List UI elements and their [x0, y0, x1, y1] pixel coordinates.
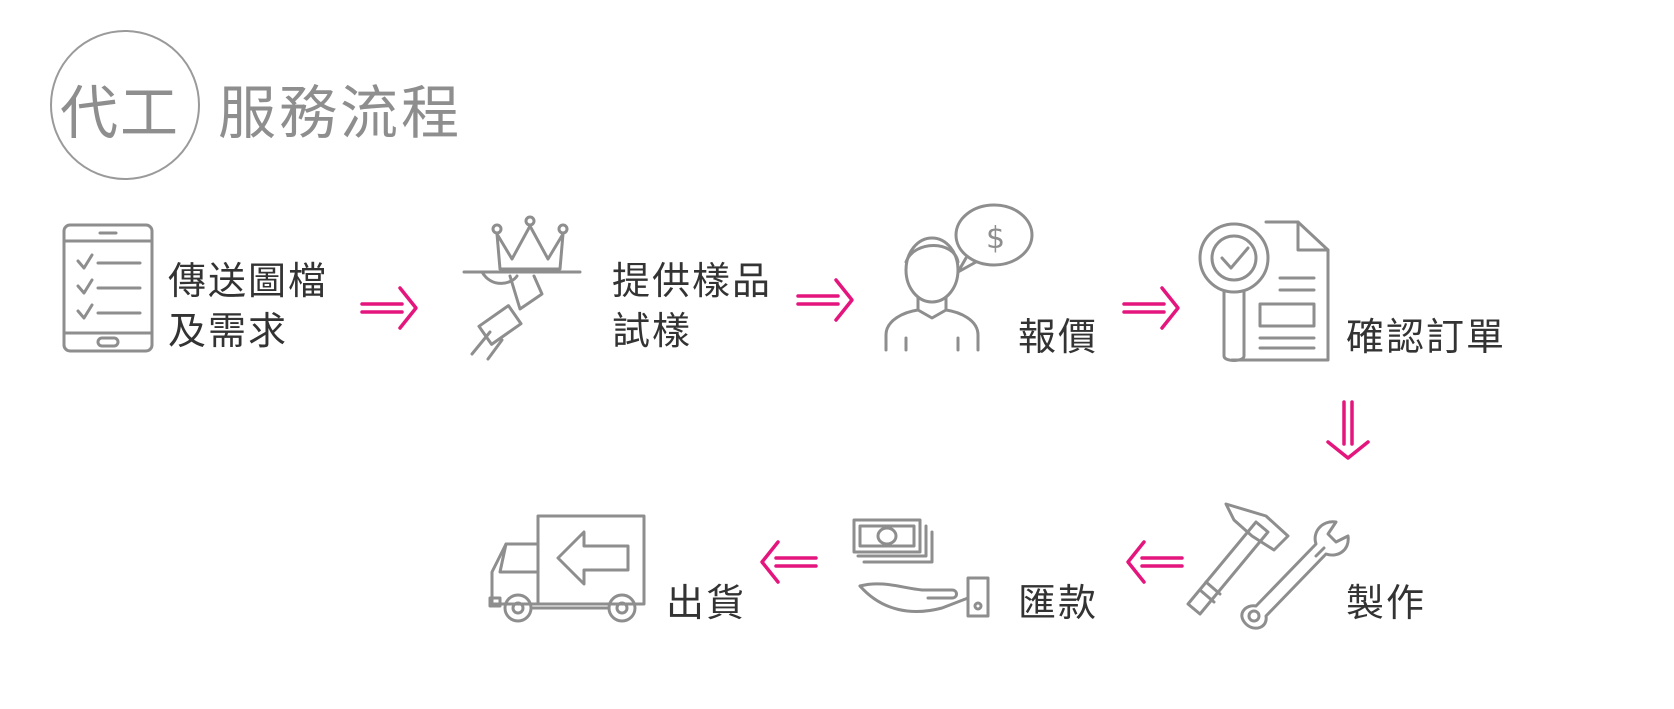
arrow-left-icon	[760, 540, 818, 584]
page-title: 服務流程	[218, 79, 463, 147]
person-dollar-icon: $	[884, 203, 1034, 352]
hammer-wrench-icon	[1186, 502, 1350, 630]
hand-cash-icon	[852, 518, 990, 618]
arrow-left-icon	[1126, 540, 1184, 584]
arrow-right-icon	[796, 278, 854, 322]
arrow-down-icon	[1326, 400, 1370, 460]
step-label-4: 確認訂單	[1346, 315, 1507, 359]
title-circled-text: 代工	[60, 79, 181, 147]
svg-text:$: $	[986, 221, 1005, 256]
arrow-right-icon	[360, 286, 418, 330]
step-label-7: 出貨	[666, 581, 747, 625]
step-label-2: 提供樣品 試樣	[612, 259, 773, 353]
crown-tray-icon	[462, 215, 582, 361]
step-label-5: 製作	[1346, 581, 1427, 625]
step-label-6: 匯款	[1018, 581, 1099, 625]
document-check-icon	[1198, 220, 1330, 362]
delivery-truck-icon	[488, 514, 646, 623]
arrow-right-icon	[1122, 286, 1180, 330]
tablet-checklist-icon	[62, 223, 154, 353]
step-label-3: 報價	[1018, 315, 1099, 359]
step-label-1: 傳送圖檔 及需求	[168, 259, 329, 353]
title-circle	[50, 30, 200, 180]
